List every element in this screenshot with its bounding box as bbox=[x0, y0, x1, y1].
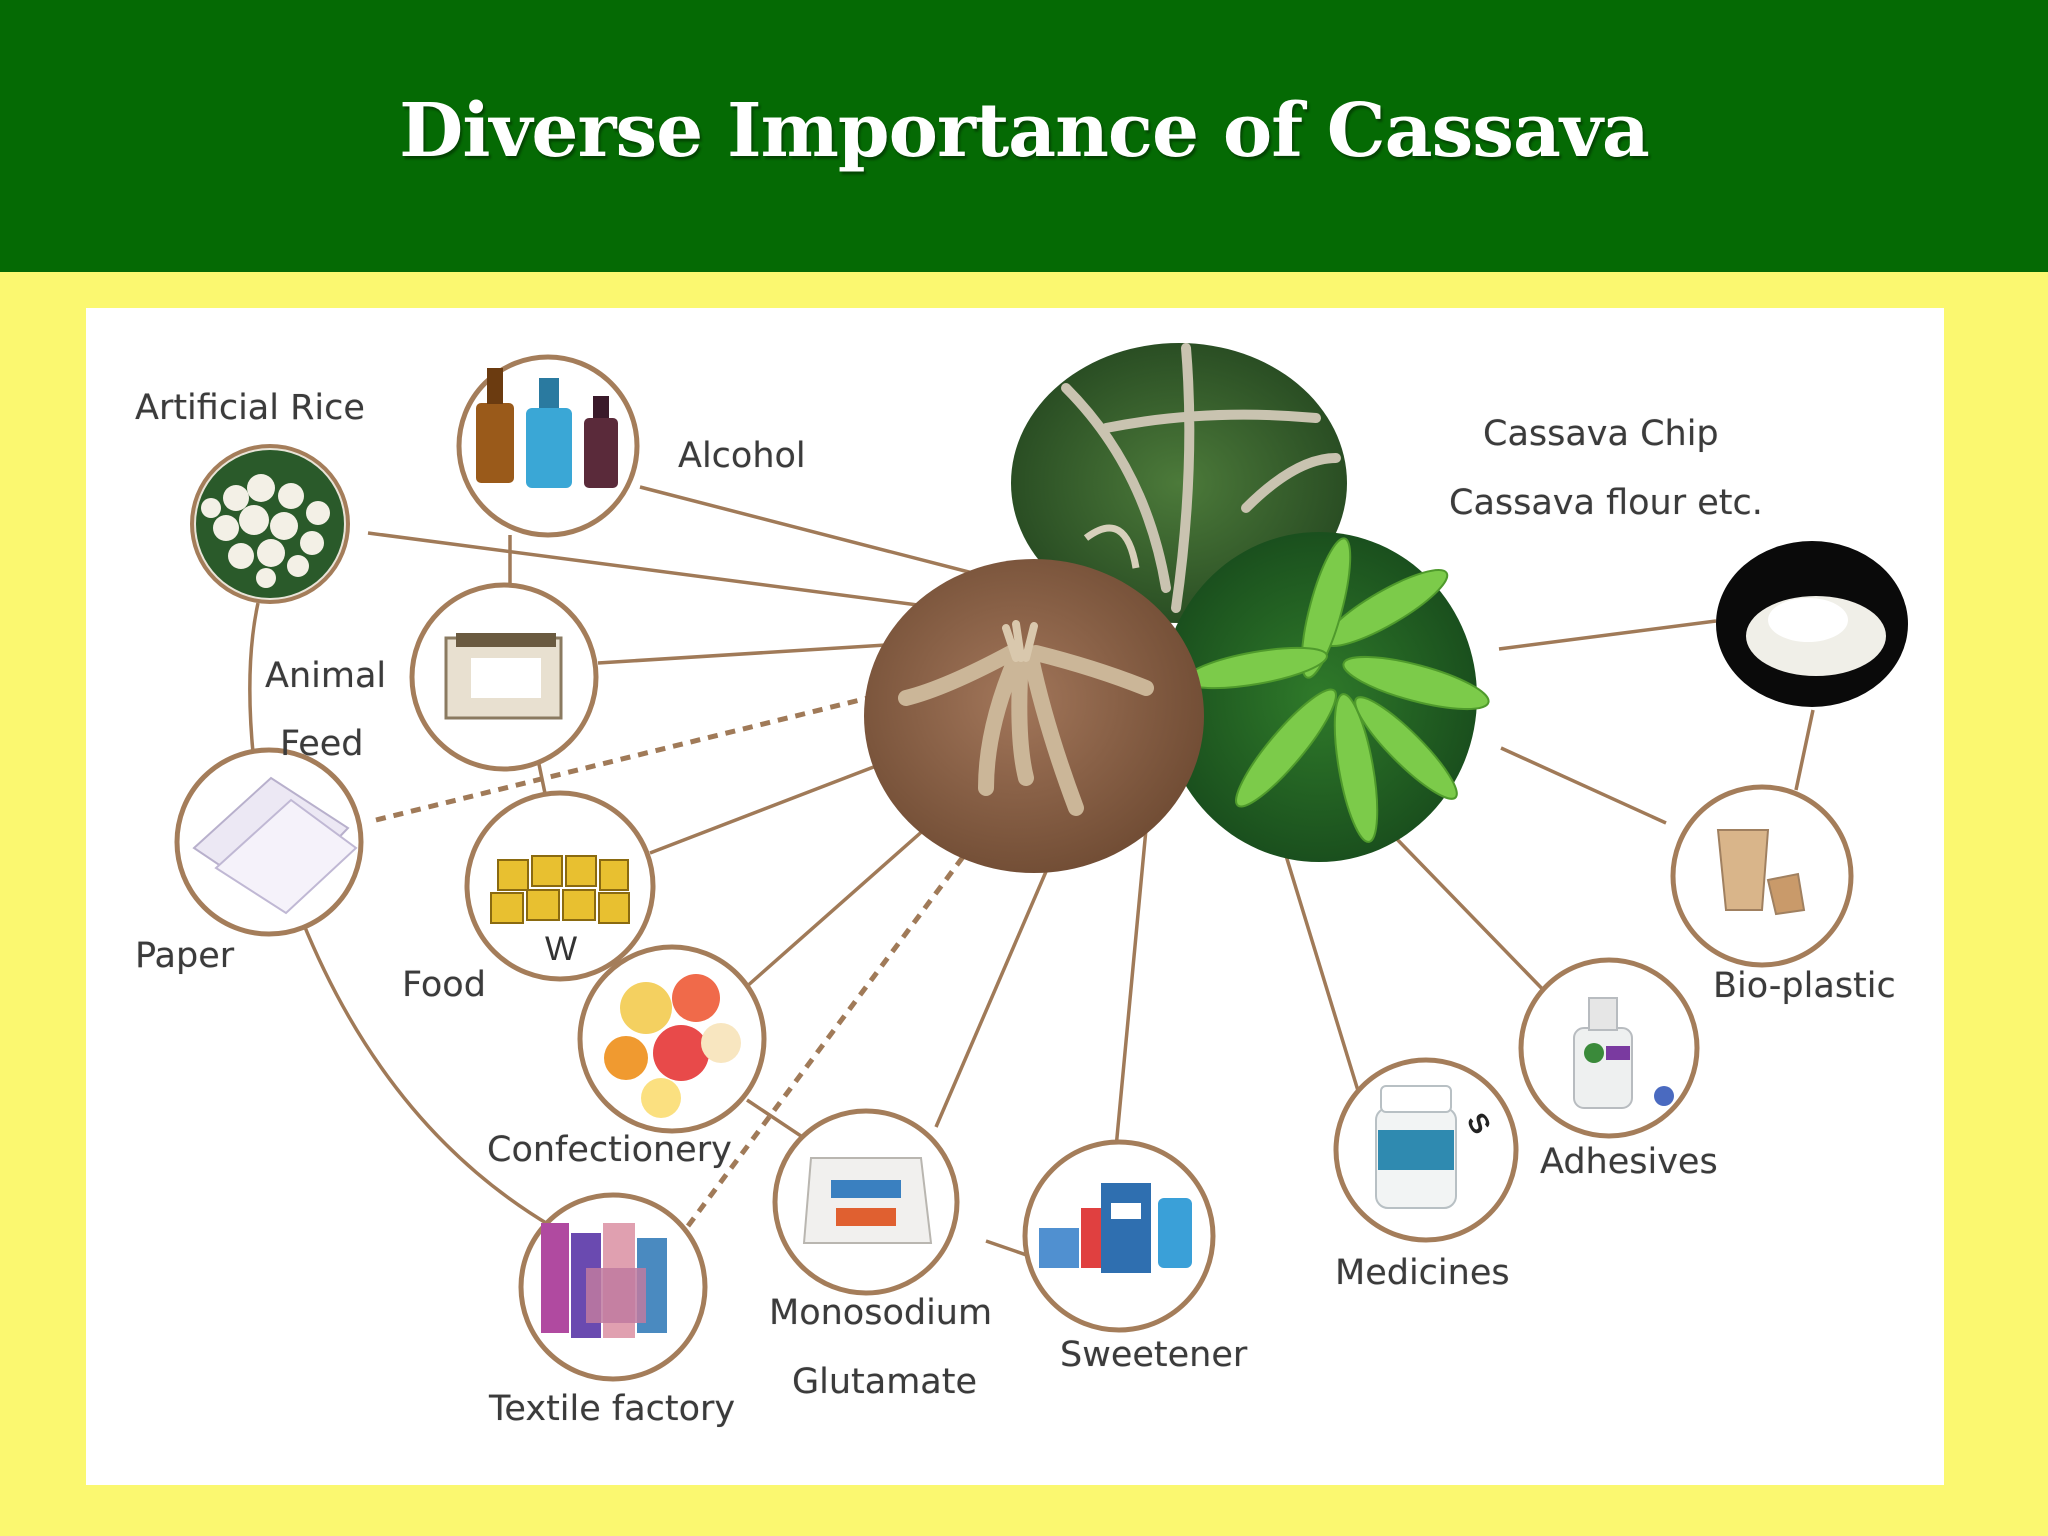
connector-animal-feed bbox=[597, 643, 887, 665]
connector-textile-dashed bbox=[685, 824, 989, 1228]
confectionery-image bbox=[577, 944, 767, 1134]
bio-plastic-image bbox=[1670, 784, 1854, 968]
connector-lines bbox=[248, 485, 1815, 1262]
connector-paper-dashed bbox=[375, 695, 869, 823]
label-glutamate: Glutamate bbox=[792, 1362, 977, 1402]
label-food: Food bbox=[402, 965, 486, 1005]
connector-alcohol bbox=[639, 485, 993, 580]
connector-medicines bbox=[1274, 822, 1361, 1095]
label-monosodium: Monosodium bbox=[769, 1293, 993, 1333]
label-paper: Paper bbox=[135, 936, 235, 976]
medicines-image: S bbox=[1333, 1057, 1519, 1243]
connector-msg bbox=[934, 852, 1056, 1128]
connector-food bbox=[649, 761, 885, 855]
connector-rice-paper bbox=[248, 602, 260, 764]
label-adhesives: Adhesives bbox=[1540, 1142, 1718, 1182]
cassava-leaf-photo bbox=[1161, 532, 1490, 862]
artificial-rice-image bbox=[190, 444, 350, 604]
label-alcohol: Alcohol bbox=[678, 436, 806, 476]
adhesives-image bbox=[1518, 957, 1700, 1139]
animal-feed-image bbox=[409, 582, 599, 772]
cassava-diagram: W bbox=[174, 343, 1908, 1333]
connector-adhesives bbox=[1389, 831, 1557, 1004]
cassava-root-photo bbox=[864, 559, 1204, 873]
connector-sweetener bbox=[1114, 807, 1150, 1149]
diagram-panel: W bbox=[86, 308, 1944, 1485]
label-cassava-chip: Cassava Chip bbox=[1483, 414, 1719, 454]
title-bar: Diverse Importance of Cassava bbox=[0, 0, 2048, 272]
label-confectionery: Confectionery bbox=[487, 1130, 732, 1170]
food-image: W bbox=[464, 790, 656, 982]
label-sweetener: Sweetener bbox=[1060, 1335, 1248, 1375]
label-bio-plastic: Bio-plastic bbox=[1713, 966, 1896, 1006]
label-animal: Animal bbox=[265, 656, 387, 696]
sweetener-image bbox=[1022, 1139, 1216, 1333]
cassava-flour-image bbox=[1716, 541, 1908, 707]
connector-paper-textile bbox=[300, 919, 552, 1228]
connector-artificial-rice bbox=[367, 531, 957, 612]
label-medicines: Medicines bbox=[1335, 1253, 1510, 1293]
msg-image bbox=[772, 1108, 960, 1296]
svg-text:W: W bbox=[545, 930, 577, 968]
label-feed: Feed bbox=[280, 724, 364, 764]
label-cassava-flour: Cassava flour etc. bbox=[1449, 483, 1763, 523]
paper-image bbox=[174, 747, 364, 937]
connector-bio-plastic bbox=[1500, 746, 1667, 825]
label-artificial-rice: Artificial Rice bbox=[135, 388, 365, 428]
connector-confectionery bbox=[743, 826, 928, 990]
page-title: Diverse Importance of Cassava bbox=[399, 88, 1650, 174]
alcohol-image bbox=[456, 354, 640, 538]
connector-cassava-chip bbox=[1498, 619, 1717, 651]
connector-chip-bioplastic bbox=[1794, 709, 1815, 791]
label-textile-factory: Textile factory bbox=[489, 1389, 736, 1429]
